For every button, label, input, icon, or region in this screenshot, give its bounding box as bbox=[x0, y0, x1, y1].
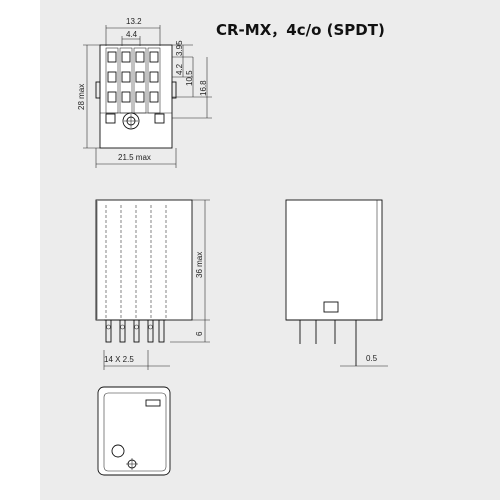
pin-pad bbox=[121, 71, 131, 83]
pin bbox=[119, 319, 126, 343]
product-title: CR-MX，4c/o (SPDT) bbox=[216, 21, 385, 39]
pin bbox=[133, 319, 140, 343]
pin-pad bbox=[121, 51, 131, 63]
pin-pads bbox=[105, 51, 165, 124]
dim-0-5-label: 0.5 bbox=[366, 354, 378, 363]
dim-36-max-label: 36 max bbox=[195, 252, 204, 278]
front-pins bbox=[105, 319, 165, 343]
pin-pad bbox=[107, 71, 117, 83]
pin bbox=[147, 319, 154, 343]
dim-16-8-label: 16.8 bbox=[199, 80, 208, 96]
dim-pin-pitch-label: 14 X 2.5 bbox=[104, 355, 134, 364]
dim-3-95-label: 3.95 bbox=[175, 40, 184, 56]
indicator-circle bbox=[111, 444, 125, 458]
dim-6-label: 6 bbox=[195, 331, 204, 336]
pin-hole bbox=[148, 324, 153, 330]
front-view-outline bbox=[95, 199, 193, 321]
top-view-inner bbox=[103, 392, 167, 472]
front-view: 36 max 6 14 X 2.5 bbox=[95, 199, 210, 370]
coil-pin-pad bbox=[154, 113, 165, 124]
pin-pad bbox=[149, 71, 159, 83]
pin-pad bbox=[107, 91, 117, 103]
side-pins bbox=[299, 320, 357, 366]
latch-tab bbox=[323, 301, 339, 313]
indicator-window bbox=[145, 399, 161, 407]
dim-28-max-label: 28 max bbox=[77, 84, 86, 110]
pin-pad bbox=[107, 51, 117, 63]
coil-pin-pad bbox=[105, 113, 116, 124]
dim-4-4-label: 4.4 bbox=[126, 30, 138, 39]
pin-pad bbox=[135, 91, 145, 103]
dim-4-2-label: 4.2 bbox=[175, 63, 184, 75]
pin bbox=[105, 319, 112, 343]
top-view-outline bbox=[97, 386, 171, 476]
bottom-pin-view: 13.2 4.4 3.95 4.2 10.5 16.8 28 ma bbox=[77, 17, 212, 168]
side-notch-left bbox=[95, 81, 101, 99]
pin-hole bbox=[134, 324, 139, 330]
top-view bbox=[97, 386, 171, 476]
dim-21-5-max-label: 21.5 max bbox=[118, 153, 151, 162]
pin-pad bbox=[149, 51, 159, 63]
pin-hole bbox=[120, 324, 125, 330]
dim-13-2-label: 13.2 bbox=[126, 17, 142, 26]
side-view-outline bbox=[285, 199, 383, 321]
pin-hole bbox=[106, 324, 111, 330]
pin-pad bbox=[149, 91, 159, 103]
pin bbox=[158, 319, 165, 343]
side-notch-right bbox=[171, 81, 177, 99]
pin-pad bbox=[135, 71, 145, 83]
pin-pad bbox=[121, 91, 131, 103]
dim-10-5-label: 10.5 bbox=[185, 70, 194, 86]
side-view: 0.5 bbox=[285, 199, 388, 367]
pin-pad bbox=[135, 51, 145, 63]
